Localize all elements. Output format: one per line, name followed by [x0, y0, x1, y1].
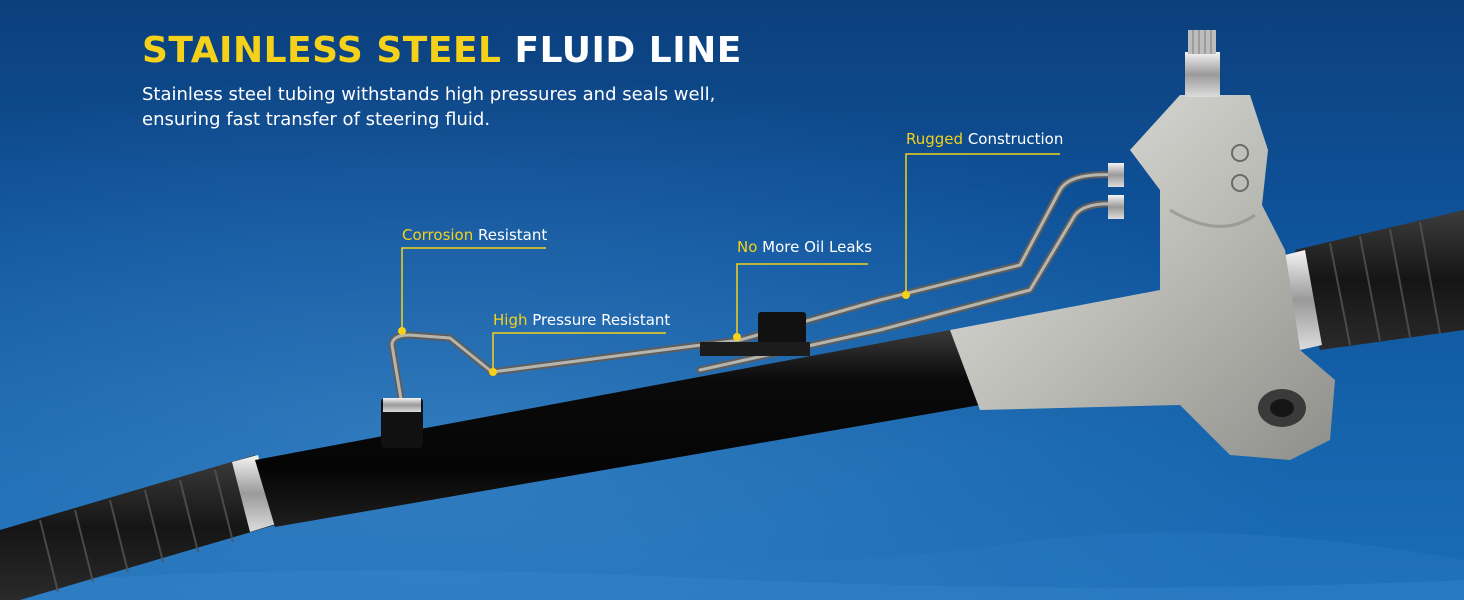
callout-no-more-oil-leaks: No More Oil Leaks	[737, 238, 872, 256]
rack-tube	[255, 330, 980, 527]
callout-corrosion-resistant: Corrosion Resistant	[402, 226, 547, 244]
callout-dot-leaks	[733, 333, 741, 341]
callout-highlight: Corrosion	[402, 226, 474, 244]
callout-highlight: High	[493, 311, 528, 329]
callout-dot-rugged	[902, 291, 910, 299]
callout-highlight: Rugged	[906, 130, 964, 148]
callout-high-pressure-resistant: High Pressure Resistant	[493, 311, 670, 329]
callout-rugged-construction: Rugged Construction	[906, 130, 1063, 148]
headline: STAINLESS STEEL FLUID LINE	[142, 30, 742, 71]
callout-text: Resistant	[473, 226, 548, 244]
callout-dot-corrosion	[398, 327, 406, 335]
line-fitting-upper	[1108, 163, 1124, 187]
callout-text: Pressure Resistant	[527, 311, 671, 329]
stainless-fluid-lines	[388, 171, 1122, 409]
headline-rest: FLUID LINE	[501, 30, 742, 71]
line-bracket	[758, 312, 806, 344]
right-bellows-boot	[1295, 210, 1464, 350]
left-bellows-boot	[0, 455, 275, 600]
callout-text: Construction	[963, 130, 1064, 148]
headline-highlight: STAINLESS STEEL	[142, 30, 502, 71]
rack-housing	[950, 95, 1335, 460]
subheadline: Stainless steel tubing withstands high p…	[142, 84, 716, 130]
callout-text: More Oil Leaks	[757, 238, 873, 256]
callout-highlight: No	[737, 238, 758, 256]
line-fitting-lower	[1108, 195, 1124, 219]
callout-dot-pressure	[489, 368, 497, 376]
pinion-shaft	[1185, 52, 1220, 97]
right-boot-clamp	[1285, 250, 1322, 350]
left-boot-clamp	[232, 455, 276, 532]
